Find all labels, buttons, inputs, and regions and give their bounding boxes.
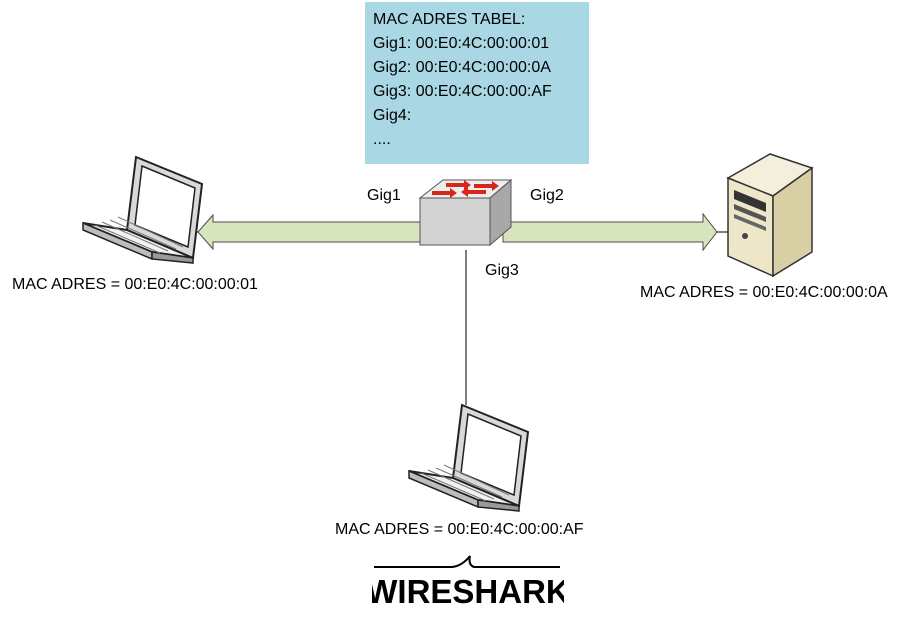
mac-table-entry-gig3: Gig3: 00:E0:4C:00:00:AF: [373, 83, 552, 100]
wireshark-fin-icon: [374, 555, 560, 568]
mac-address-table: MAC ADRES TABEL: Gig1: 00:E0:4C:00:00:01…: [365, 2, 589, 164]
left-laptop-mac-label: MAC ADRES = 00:E0:4C:00:00:01: [12, 276, 258, 293]
port-label-gig3: Gig3: [485, 262, 519, 279]
port-label-gig2: Gig2: [530, 187, 564, 204]
bottom-laptop-mac-label: MAC ADRES = 00:E0:4C:00:00:AF: [335, 521, 584, 538]
mac-table-entry-more: ....: [373, 131, 391, 148]
server-mac-label: MAC ADRES = 00:E0:4C:00:00:0A: [640, 284, 888, 301]
laptop-bottom-icon: [408, 403, 530, 512]
server-icon: [726, 153, 814, 278]
mac-table-entry-gig4: Gig4:: [373, 107, 412, 124]
gig2-link-arrow: [502, 212, 718, 252]
gig1-link-arrow: [197, 213, 431, 251]
laptop-left-icon: [82, 155, 204, 264]
port-label-gig1: Gig1: [367, 187, 401, 204]
mac-table-entry-gig2: Gig2: 00:E0:4C:00:00:0A: [373, 59, 551, 76]
wireshark-logo: WIRESHARK: [372, 573, 564, 610]
switch-icon: [418, 178, 513, 247]
mac-table-entry-gig1: Gig1: 00:E0:4C:00:00:01: [373, 35, 550, 52]
mac-table-title: MAC ADRES TABEL:: [373, 11, 526, 28]
svg-text:WIRESHARK: WIRESHARK: [372, 573, 564, 610]
